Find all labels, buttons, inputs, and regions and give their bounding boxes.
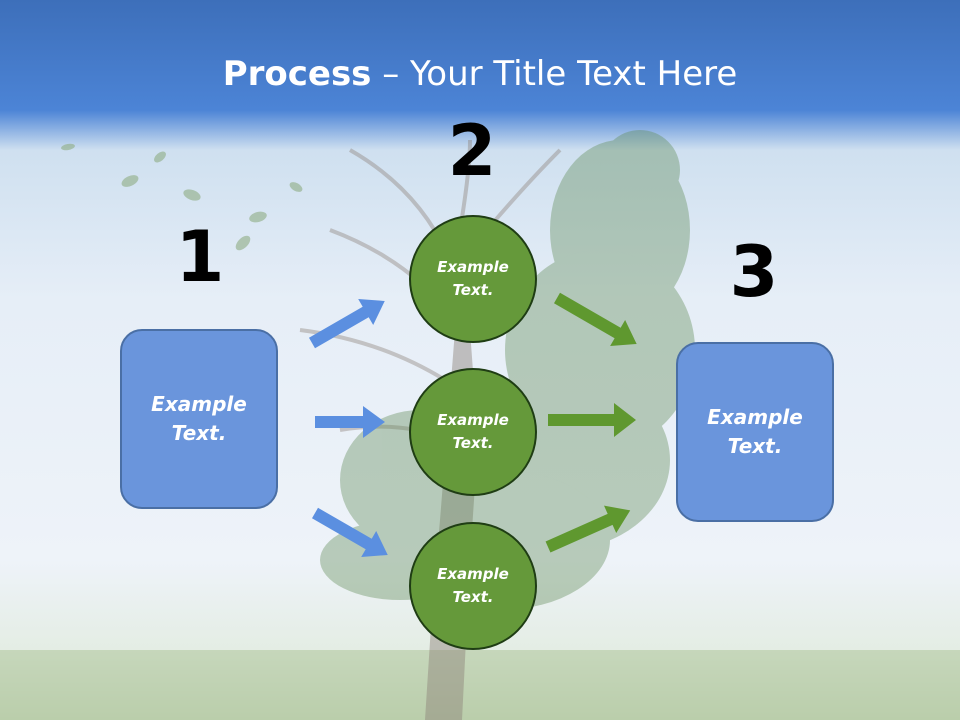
grass xyxy=(0,650,960,720)
arrow-right-down-blue xyxy=(312,507,388,557)
step-1-box: Example Text. xyxy=(120,329,278,509)
arrow-right-blue xyxy=(315,406,385,438)
step-3-box: Example Text. xyxy=(676,342,834,522)
circle-top-text-line2: Text. xyxy=(452,281,494,299)
title-bold: Process xyxy=(222,54,372,94)
slide-title: Process – Your Title Text Here xyxy=(0,52,960,96)
step-2-number: 2 xyxy=(447,110,497,192)
falling-leaves xyxy=(61,143,303,251)
title-rest: – Your Title Text Here xyxy=(371,54,738,94)
step-1-number: 1 xyxy=(175,216,225,298)
arrow-right-up-blue xyxy=(309,299,385,349)
step-2-circle-bottom: Example Text. xyxy=(409,522,537,650)
step-2-circle-top: Example Text. xyxy=(409,215,537,343)
circle-middle-text-line2: Text. xyxy=(452,434,494,452)
circle-bottom-text-line1: Example xyxy=(437,565,509,583)
step-3-number: 3 xyxy=(729,231,779,313)
arrow-right-up-green xyxy=(545,505,631,553)
step-3-text: Example Text. xyxy=(707,403,803,461)
arrow-right-green xyxy=(548,403,636,437)
step-1-text-line1: Example xyxy=(151,392,247,416)
circle-top-text-line1: Example xyxy=(437,258,509,276)
circle-bottom-text-line2: Text. xyxy=(452,588,494,606)
step-2-circle-middle: Example Text. xyxy=(409,368,537,496)
blue-arrows xyxy=(309,299,388,557)
step-3-text-line2: Text. xyxy=(727,434,783,458)
arrow-right-down-green xyxy=(554,292,637,346)
step-1-text: Example Text. xyxy=(151,390,247,448)
circle-middle-text-line1: Example xyxy=(437,411,509,429)
green-arrows xyxy=(545,292,637,553)
step-1-text-line2: Text. xyxy=(171,421,227,445)
step-3-text-line1: Example xyxy=(707,405,803,429)
